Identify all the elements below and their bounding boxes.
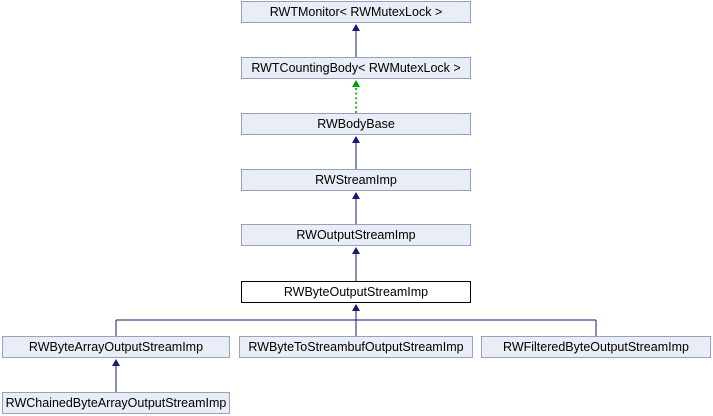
arrowhead-rwtcountingbody-to-rwtmonitor	[352, 24, 360, 31]
class-node-label: RWTCountingBody< RWMutexLock >	[251, 60, 461, 75]
arrowhead-rwbyteoutputstreamimp-to-rwoutputstreamimp	[352, 247, 360, 254]
arrowhead-rwbodybase-to-rwtcountingbody	[352, 80, 360, 87]
class-node-rwbodybase[interactable]: RWBodyBase	[241, 113, 471, 135]
arrowhead-rwoutputstreamimp-to-rwstreamimp	[352, 192, 360, 199]
class-node-label: RWOutputStreamImp	[296, 227, 416, 242]
class-node-label: RWChainedByteArrayOutputStreamImp	[5, 395, 227, 410]
class-node-rwtmonitor[interactable]: RWTMonitor< RWMutexLock >	[241, 1, 471, 23]
class-node-label: RWByteToStreambufOutputStreamImp	[248, 339, 464, 354]
class-node-rwtcountingbody[interactable]: RWTCountingBody< RWMutexLock >	[241, 57, 471, 79]
class-node-rwstreamimp[interactable]: RWStreamImp	[241, 169, 471, 191]
class-node-rwbytearrayoutputstreamimp[interactable]: RWByteArrayOutputStreamImp	[2, 336, 230, 358]
class-node-rwbytetostreambufoutputstreamimp[interactable]: RWByteToStreambufOutputStreamImp	[239, 336, 473, 358]
arrowhead-rwchainedbytearrayoutputstreamimp-to-rwbytearrayoutputstreamimp	[112, 359, 120, 366]
arrowhead-rwstreamimp-to-rwbodybase	[352, 136, 360, 143]
class-node-label: RWByteOutputStreamImp	[283, 284, 429, 299]
class-node-label: RWBodyBase	[317, 116, 395, 131]
class-node-label: RWFilteredByteOutputStreamImp	[503, 339, 689, 354]
class-node-rwbyteoutputstreamimp[interactable]: RWByteOutputStreamImp	[241, 281, 471, 303]
class-node-rwoutputstreamimp[interactable]: RWOutputStreamImp	[241, 224, 471, 246]
class-node-rwchainedbytearrayoutputstreamimp[interactable]: RWChainedByteArrayOutputStreamImp	[2, 392, 230, 414]
class-node-label: RWTMonitor< RWMutexLock >	[269, 4, 443, 19]
arrowhead-derived-group-to-rwbyteoutputstreamimp	[352, 304, 360, 311]
class-node-label: RWByteArrayOutputStreamImp	[28, 339, 204, 354]
class-node-label: RWStreamImp	[315, 172, 397, 187]
class-node-rwfilteredbyteoutputstreamimp[interactable]: RWFilteredByteOutputStreamImp	[481, 336, 711, 358]
